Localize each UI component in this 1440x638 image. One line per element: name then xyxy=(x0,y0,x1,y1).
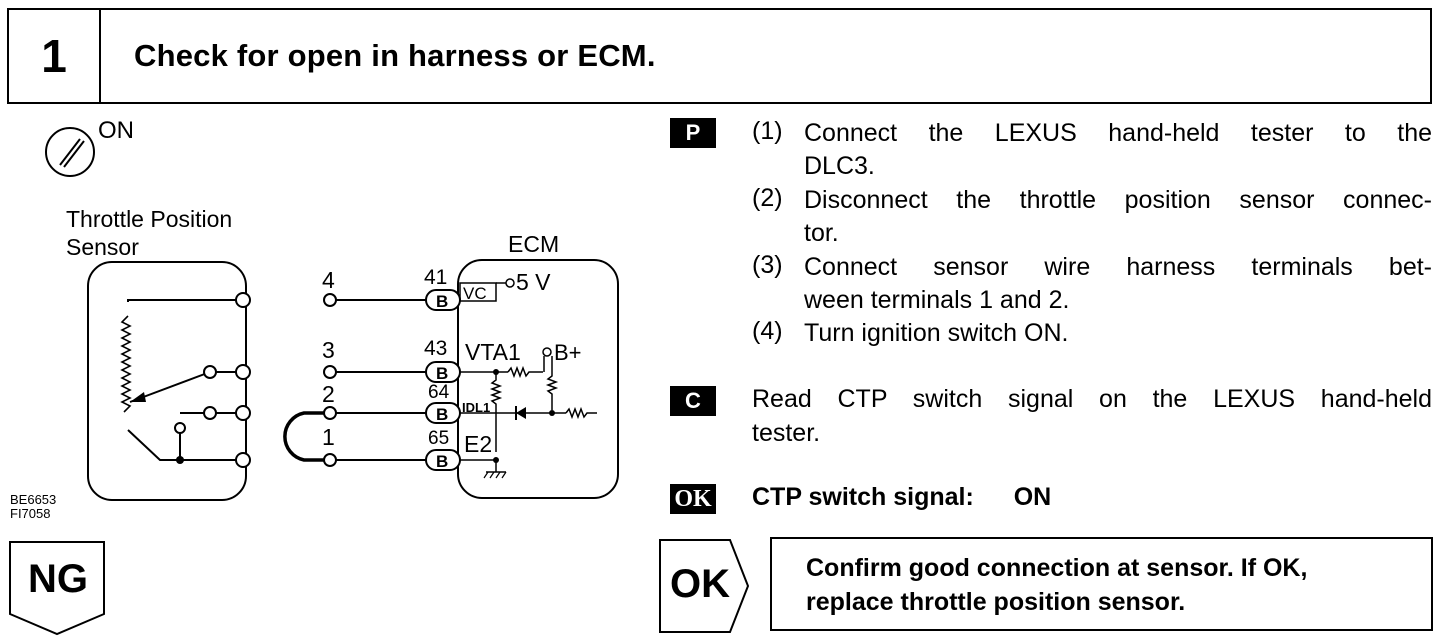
step-title: Check for open in harness or ECM. xyxy=(134,38,656,73)
step-header: 1 Check for open in harness or ECM. xyxy=(7,8,1432,104)
ecm-pin-43: 43 xyxy=(424,337,447,360)
ecm-pin-64: 64 xyxy=(428,382,450,403)
step-2-text: Disconnect the throttle position sensor … xyxy=(804,186,1432,214)
b-plus-label: B+ xyxy=(554,340,582,365)
final-action-box: Confirm good connection at sensor. If OK… xyxy=(770,537,1433,631)
ignition-on-label: ON xyxy=(98,117,134,144)
step-3-number: (3) xyxy=(752,251,783,279)
step-1-number: (1) xyxy=(752,117,783,145)
connector-b-label: B xyxy=(436,452,448,471)
step-number: 1 xyxy=(9,10,101,102)
vc-label: VC xyxy=(463,284,487,303)
idl1-label: IDL1 xyxy=(462,400,490,415)
ecm-pin-41: 41 xyxy=(424,266,447,289)
e2-label: E2 xyxy=(464,431,492,457)
ok-result-value: ON xyxy=(1013,483,1052,511)
connector-b-label: B xyxy=(436,405,448,424)
wiring-diagram: ON Throttle Position Sensor 4 3 2 1 ECM … xyxy=(10,117,619,521)
ignition-key-icon xyxy=(45,127,95,177)
figure-code-2: FI7058 xyxy=(10,506,50,521)
final-action-line2: replace throttle position sensor. xyxy=(806,588,1186,616)
ok-result: CTP switch signal: ON xyxy=(752,483,1051,512)
sensor-resistor xyxy=(120,315,132,413)
ok-label: OK xyxy=(670,562,730,606)
step-1-text-cont: DLC3. xyxy=(804,152,875,180)
check-text-cont: tester. xyxy=(752,419,821,447)
sensor-label-line2: Sensor xyxy=(66,234,139,260)
ground-icon xyxy=(483,471,507,479)
ecm-pin-65: 65 xyxy=(428,428,449,449)
step-2-number: (2) xyxy=(752,184,783,212)
step-2-text-cont: tor. xyxy=(804,219,839,247)
step-4-number: (4) xyxy=(752,317,783,345)
sensor-label: Throttle Position xyxy=(66,206,232,232)
figure-code-1: BE6653 xyxy=(10,492,56,507)
connector-b-label: B xyxy=(436,364,448,383)
connector-b-label: B xyxy=(436,292,448,311)
step-4-text: Turn ignition switch ON. xyxy=(804,319,1069,347)
pin-3-label: 3 xyxy=(322,337,335,363)
pin-2-label: 2 xyxy=(322,381,335,407)
sensor-body xyxy=(87,261,247,501)
pin-4-label: 4 xyxy=(322,267,335,293)
ok-badge: OK xyxy=(670,484,716,514)
ok-result-label: CTP switch signal: xyxy=(752,483,974,511)
five-volt-label: 5 V xyxy=(516,269,551,295)
check-text: Read CTP switch signal on the LEXUS hand… xyxy=(752,385,1432,413)
p-badge: P xyxy=(670,118,716,148)
ecm-label: ECM xyxy=(508,231,559,257)
ok-tag xyxy=(659,539,750,633)
step-3-text: Connect sensor wire harness terminals be… xyxy=(804,253,1432,281)
final-action-line1: Confirm good connection at sensor. If OK… xyxy=(806,554,1308,582)
ng-tag xyxy=(9,541,105,636)
vta1-label: VTA1 xyxy=(465,339,521,365)
step-1-text: Connect the LEXUS hand-held tester to th… xyxy=(804,119,1432,147)
jumper-wire xyxy=(283,411,324,462)
pin-1-label: 1 xyxy=(322,424,335,450)
final-action-text: Confirm good connection at sensor. If OK… xyxy=(806,551,1307,619)
ng-label: NG xyxy=(28,557,88,601)
step-3-text-cont: ween terminals 1 and 2. xyxy=(804,286,1070,314)
c-badge: C xyxy=(670,386,716,416)
